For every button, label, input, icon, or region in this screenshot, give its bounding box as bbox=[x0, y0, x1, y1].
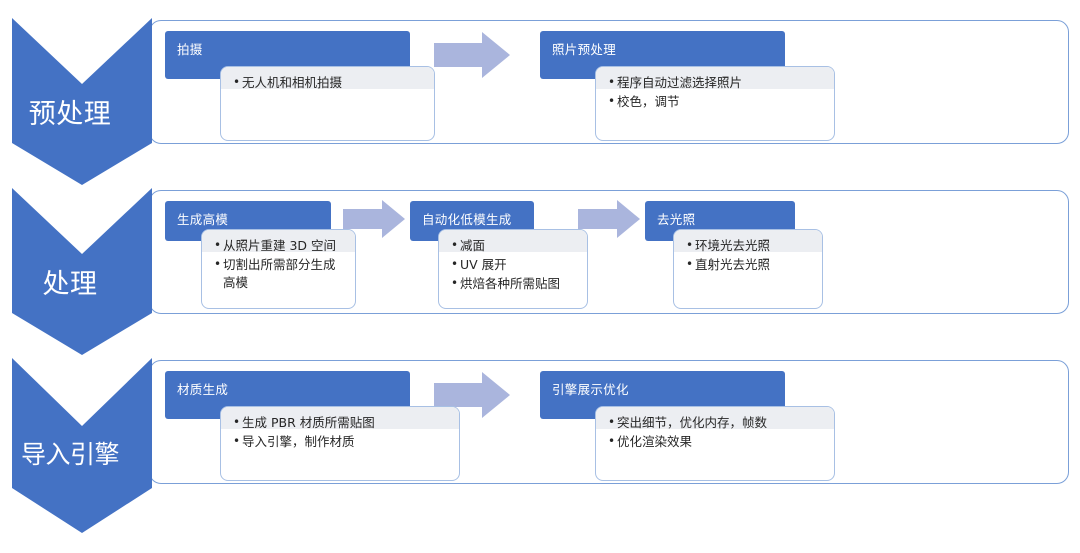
arrow-right-icon bbox=[343, 200, 405, 238]
list-item: 减面 bbox=[451, 236, 579, 255]
list-item: 从照片重建 3D 空间 bbox=[214, 236, 347, 255]
list-item: 直射光去光照 bbox=[686, 256, 814, 274]
chevron-down-icon bbox=[12, 188, 152, 355]
list-item: 生成 PBR 材质所需贴图 bbox=[233, 413, 451, 432]
stage-row-processing: 处理 生成高模 从照片重建 3D 空间 切割出所需部分生成 高模 自动化低模生成… bbox=[0, 188, 1080, 358]
arrow-right-icon bbox=[578, 200, 640, 238]
list-item: 突出细节，优化内存，帧数 bbox=[608, 413, 826, 432]
arrow-right-icon bbox=[434, 32, 510, 78]
step-bullet-list-shooting: 无人机和相机拍摄 bbox=[221, 67, 434, 92]
step-bullet-list-photo-preprocess: 程序自动过滤选择照片 校色，调节 bbox=[596, 67, 834, 111]
connector-arrow-1 bbox=[434, 32, 510, 78]
stage-chevron-engine-import[interactable] bbox=[12, 358, 152, 533]
stage-chevron-preprocessing[interactable] bbox=[12, 18, 152, 185]
step-bullet-list-delighting: 环境光去光照 直射光去光照 bbox=[674, 230, 822, 274]
step-body-material-gen: 生成 PBR 材质所需贴图 导入引擎，制作材质 bbox=[220, 406, 460, 481]
step-bullet-list-material-gen: 生成 PBR 材质所需贴图 导入引擎，制作材质 bbox=[221, 407, 459, 451]
step-body-photo-preprocess: 程序自动过滤选择照片 校色，调节 bbox=[595, 66, 835, 141]
step-body-highpoly: 从照片重建 3D 空间 切割出所需部分生成 高模 bbox=[201, 229, 356, 309]
list-item: 优化渲染效果 bbox=[608, 433, 826, 451]
step-bullet-list-engine-optimize: 突出细节，优化内存，帧数 优化渲染效果 bbox=[596, 407, 834, 451]
list-item: 切割出所需部分生成 高模 bbox=[214, 256, 347, 292]
step-bullet-list-lowpoly: 减面 UV 展开 烘焙各种所需贴图 bbox=[439, 230, 587, 293]
list-item: 无人机和相机拍摄 bbox=[233, 73, 426, 92]
list-item: 环境光去光照 bbox=[686, 236, 814, 255]
step-body-delighting: 环境光去光照 直射光去光照 bbox=[673, 229, 823, 309]
chevron-down-icon bbox=[12, 18, 152, 185]
stage-row-preprocessing: 预处理 拍摄 无人机和相机拍摄 照片预处理 程序自动过滤选择照片 校色，调节 bbox=[0, 18, 1080, 188]
stage-row-engine-import: 导入引擎 材质生成 生成 PBR 材质所需贴图 导入引擎，制作材质 引擎展示优化… bbox=[0, 358, 1080, 533]
list-item: 校色，调节 bbox=[608, 93, 826, 111]
connector-arrow-3 bbox=[578, 200, 640, 238]
list-item: UV 展开 bbox=[451, 256, 579, 274]
step-bullet-list-highpoly: 从照片重建 3D 空间 切割出所需部分生成 高模 bbox=[202, 230, 355, 292]
stage-chevron-processing[interactable] bbox=[12, 188, 152, 355]
chevron-down-icon bbox=[12, 358, 152, 533]
list-item: 导入引擎，制作材质 bbox=[233, 433, 451, 451]
connector-arrow-2 bbox=[343, 200, 405, 238]
list-item: 烘焙各种所需贴图 bbox=[451, 275, 579, 293]
step-body-engine-optimize: 突出细节，优化内存，帧数 优化渲染效果 bbox=[595, 406, 835, 481]
step-body-shooting: 无人机和相机拍摄 bbox=[220, 66, 435, 141]
list-item: 程序自动过滤选择照片 bbox=[608, 73, 826, 92]
step-body-lowpoly: 减面 UV 展开 烘焙各种所需贴图 bbox=[438, 229, 588, 309]
